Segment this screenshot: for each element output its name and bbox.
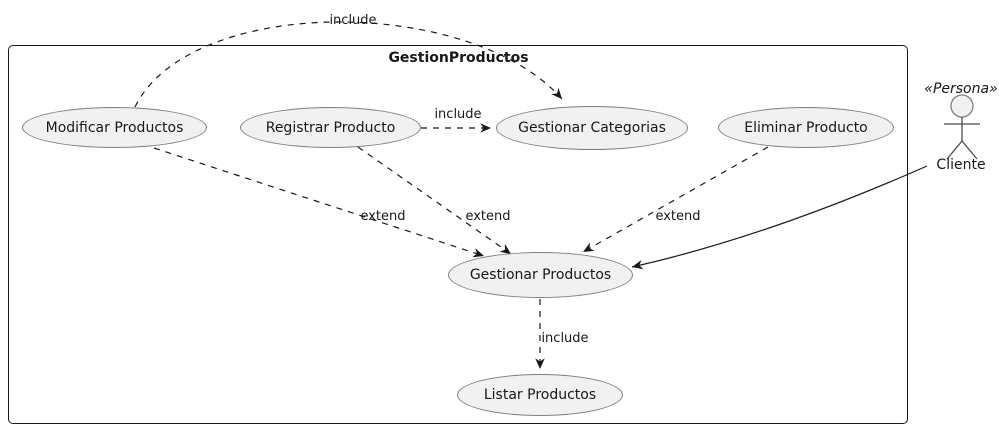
edge-modificar-extend-gestionar xyxy=(153,147,485,258)
usecase-modificar-productos: Modificar Productos xyxy=(22,107,207,148)
usecase-label: Modificar Productos xyxy=(45,119,184,136)
actor-name: Cliente xyxy=(936,157,986,173)
edge-modificar-include-categorias xyxy=(134,21,563,108)
actor-head-icon xyxy=(950,94,974,118)
system-boundary-title: GestionProductos xyxy=(388,50,529,66)
actor-stereotype: «Persona» xyxy=(924,81,998,97)
edge-label-extend-left: extend xyxy=(360,209,406,224)
usecase-label: Eliminar Producto xyxy=(744,119,868,136)
usecase-eliminar-producto: Eliminar Producto xyxy=(718,107,894,148)
edge-label-include-bottom: include xyxy=(541,331,589,346)
edge-eliminar-extend-gestionar xyxy=(582,146,769,253)
usecase-label: Registrar Producto xyxy=(265,119,396,136)
edge-label-include-top: include xyxy=(329,13,377,28)
system-boundary xyxy=(8,45,908,424)
usecase-gestionar-categorias: Gestionar Categorias xyxy=(496,106,688,150)
edge-label-extend-right: extend xyxy=(655,209,701,224)
usecase-label: Gestionar Productos xyxy=(469,267,612,283)
edge-label-extend-mid: extend xyxy=(465,209,511,224)
actor-leg-right-icon xyxy=(961,140,978,160)
usecase-label: Gestionar Categorias xyxy=(518,120,666,136)
edge-cliente-gestionar xyxy=(631,165,928,270)
usecase-gestionar-productos: Gestionar Productos xyxy=(448,252,633,298)
edge-label-include-mid: include xyxy=(434,107,482,122)
usecase-registrar-producto: Registrar Producto xyxy=(240,107,421,148)
actor-cliente-icon xyxy=(944,94,980,160)
actor-leg-left-icon xyxy=(946,140,963,160)
edge-registrar-extend-gestionar xyxy=(357,146,512,255)
usecase-listar-productos: Listar Productos xyxy=(457,374,623,416)
usecase-label: Listar Productos xyxy=(483,387,597,403)
